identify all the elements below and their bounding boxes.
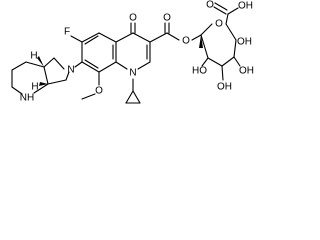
quinoline-nitrogen-label: N xyxy=(129,68,136,79)
bonds xyxy=(11,2,241,104)
wedge-bond xyxy=(199,35,203,48)
wedge-bond xyxy=(37,56,44,67)
chemical-structure: O O O O O OH OH OH HO OH F N H H NH O N xyxy=(11,0,254,104)
wedge-bond xyxy=(39,82,48,86)
ketone-oxygen-label: O xyxy=(129,13,137,24)
hydroxyl-label-4: OH xyxy=(237,37,252,48)
carboxyl-oxygen-label: O xyxy=(206,0,214,11)
amine-nh-label: NH xyxy=(20,93,34,104)
hydroxyl-label-1: OH xyxy=(239,66,254,77)
ring-oxygen-label: O xyxy=(215,19,223,30)
stereo-hydrogen-label-2: H xyxy=(31,82,38,93)
structure-canvas: O O O O O OH OH OH HO OH F N H H NH O N xyxy=(11,0,254,104)
fluorine-label: F xyxy=(64,27,70,38)
atom-labels: O O O O O OH OH OH HO OH F N H H NH O N xyxy=(20,0,254,104)
stereo-hydrogen-label-1: H xyxy=(30,51,37,62)
carboxyl-oh-label: OH xyxy=(238,1,253,12)
ester-carbonyl-oxygen-label: O xyxy=(163,13,171,24)
methoxy-oxygen-label: O xyxy=(95,86,103,97)
pyrrolidine-nitrogen-label: N xyxy=(67,65,74,76)
stereo-wedges xyxy=(37,35,203,86)
ester-oxygen-label: O xyxy=(182,36,190,47)
hydroxyl-label-3: HO xyxy=(192,66,207,77)
hydroxyl-label-2: OH xyxy=(217,82,232,93)
